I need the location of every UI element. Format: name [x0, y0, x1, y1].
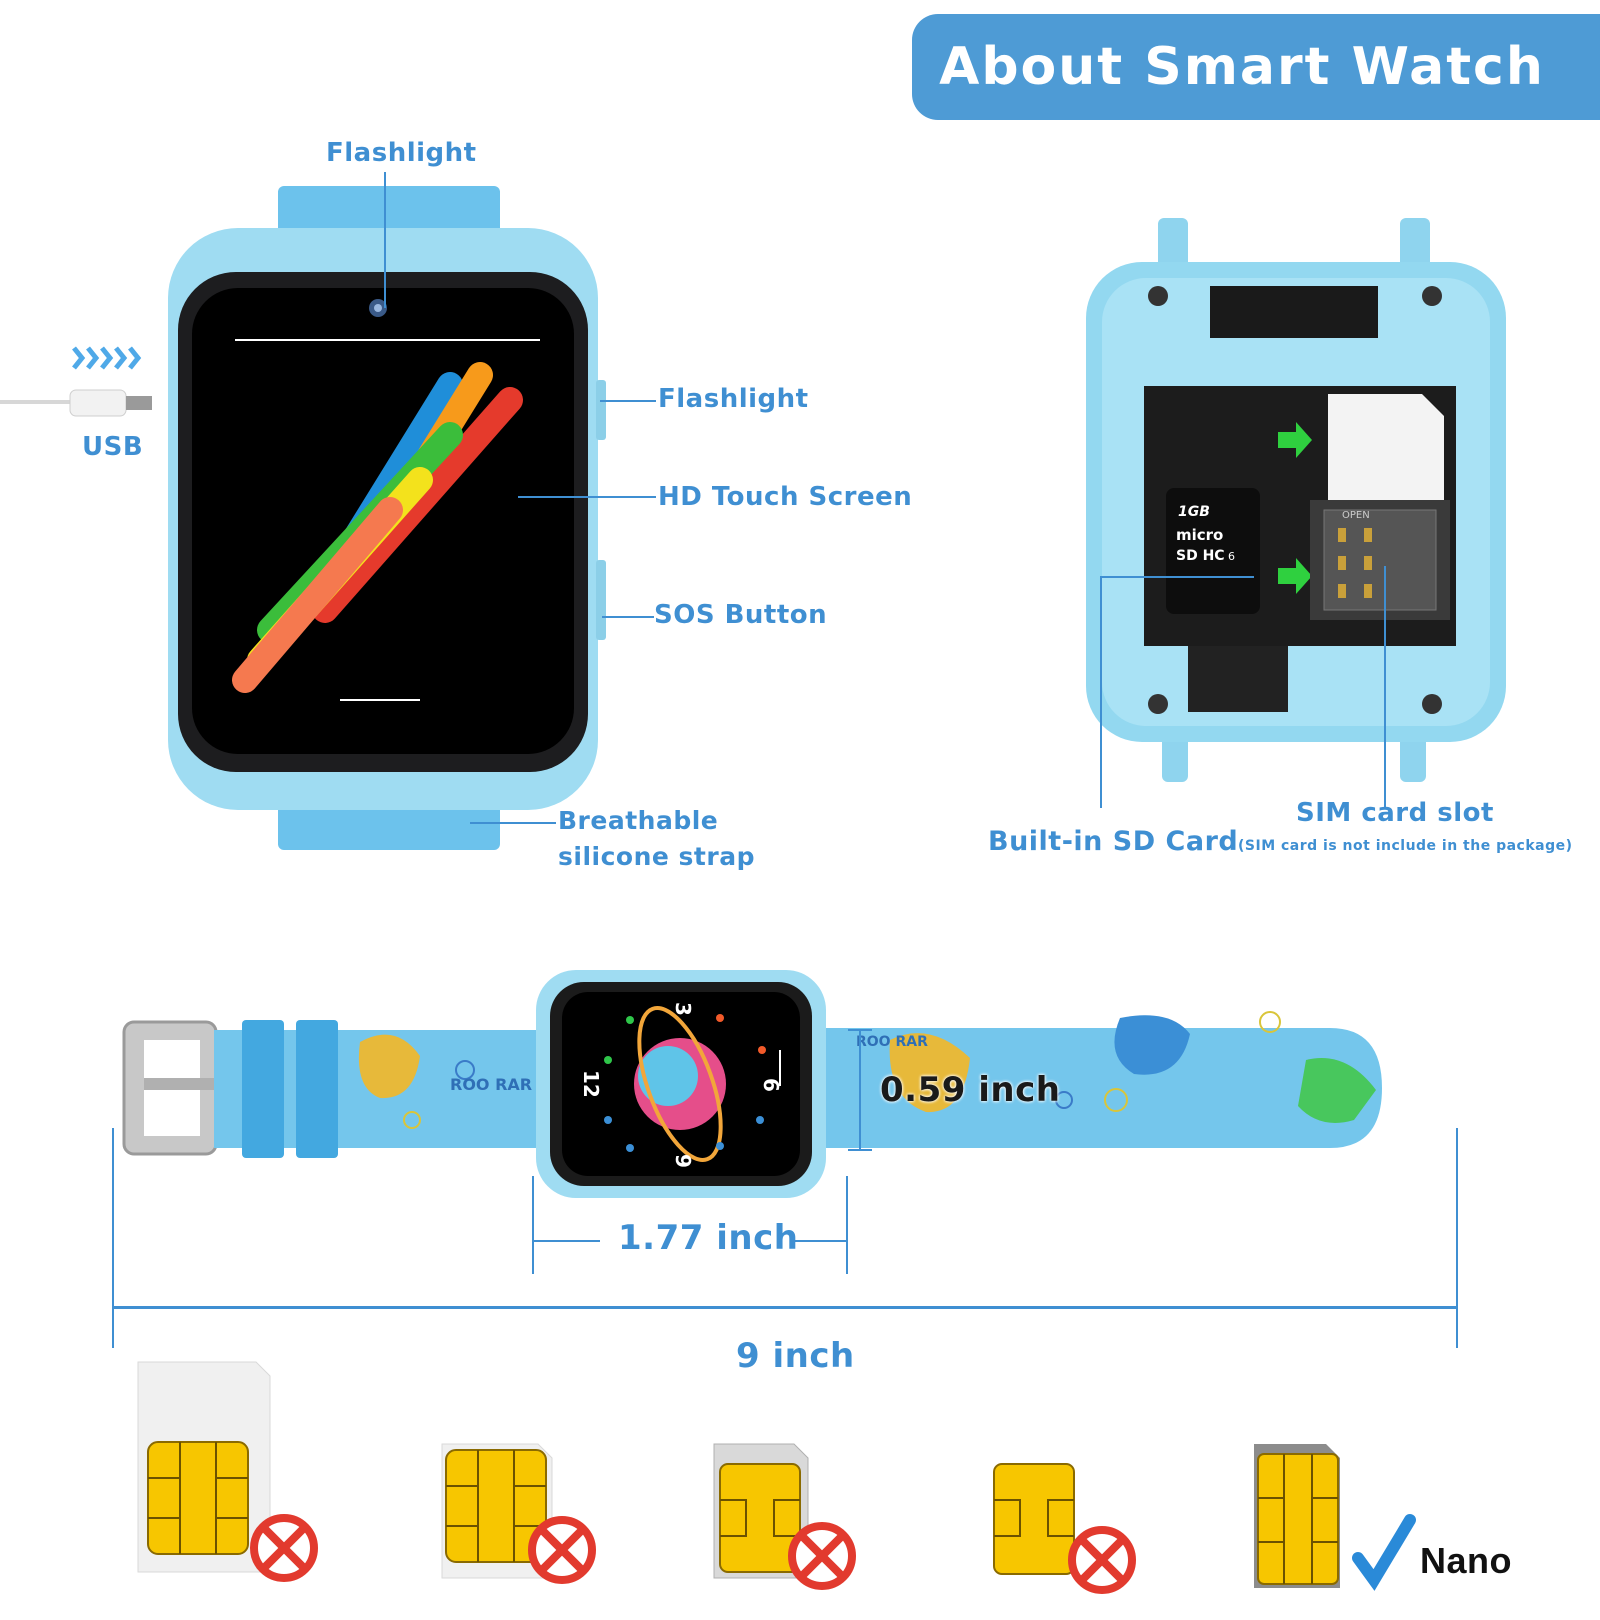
sd-class: 6 [1228, 550, 1235, 563]
sim-slot-leader [1384, 566, 1386, 808]
watch-front [168, 186, 606, 850]
strap-label-line2: silicone strap [558, 842, 755, 871]
sd-type: SD HC [1176, 548, 1225, 564]
sos-label: SOS Button [654, 600, 828, 630]
page-title: About Smart Watch [939, 37, 1545, 97]
usb-cable [0, 346, 152, 417]
sim-slot-text: OPEN [1342, 510, 1370, 521]
nano-label: Nano [1420, 1540, 1512, 1581]
usb-label: USB [82, 432, 144, 462]
watch-back: 1GB micro SD HC 6 OPEN [1086, 218, 1506, 782]
sim-standard [137, 1361, 318, 1582]
strap-print-left: ROO RAR [450, 1075, 532, 1094]
sim-standard-cut [441, 1443, 596, 1584]
screen-dimension: 1.77 inch [618, 1218, 799, 1258]
screen-dim-right-tick [846, 1176, 848, 1274]
width-dimension: 0.59 inch [880, 1070, 1061, 1110]
strap-print-right: ROO RAR [856, 1034, 928, 1050]
sd-capacity: 1GB [1178, 504, 1210, 520]
screen-dim-right-bar [790, 1240, 846, 1242]
length-dim-right-tick [1456, 1128, 1458, 1348]
flashlight-top-label: Flashlight [326, 138, 477, 168]
sd-card-label: Built-in SD Card [988, 826, 1239, 857]
face-num-12: 12 [579, 1070, 603, 1098]
length-dimension: 9 inch [736, 1336, 855, 1376]
sim-slot-label: SIM card slot [1296, 798, 1494, 828]
screen-dim-left-bar [534, 1240, 600, 1242]
face-num-6: 6 [759, 1078, 783, 1092]
hd-screen-label: HD Touch Screen [658, 482, 913, 512]
strap-leader [470, 822, 556, 824]
sim-note-label: (SIM card is not include in the package) [1238, 838, 1573, 854]
flashlight-side-label: Flashlight [658, 384, 809, 414]
sim-micro [713, 1443, 856, 1590]
watch-full-strap: ROO RAR ROO RAR 3 6 9 12 [122, 970, 1382, 1198]
sd-card-leader-v [1100, 576, 1102, 808]
header-banner: About Smart Watch [912, 14, 1600, 120]
face-num-3: 3 [671, 1002, 695, 1016]
sd-card-leader-h [1100, 576, 1254, 578]
length-dim-bar [112, 1306, 1458, 1309]
hd-screen-leader [518, 496, 656, 498]
screen-dim-left-tick [532, 1176, 534, 1274]
sim-mini-cut [993, 1463, 1136, 1594]
strap-label-line1: Breathable [558, 806, 719, 835]
face-num-9: 9 [671, 1154, 695, 1168]
sd-brand: micro [1176, 526, 1223, 544]
sim-nano [1254, 1444, 1416, 1591]
flashlight-side-leader [600, 400, 656, 402]
sos-leader [602, 616, 654, 618]
flashlight-top-leader [384, 172, 386, 308]
length-dim-left-tick [112, 1128, 114, 1348]
